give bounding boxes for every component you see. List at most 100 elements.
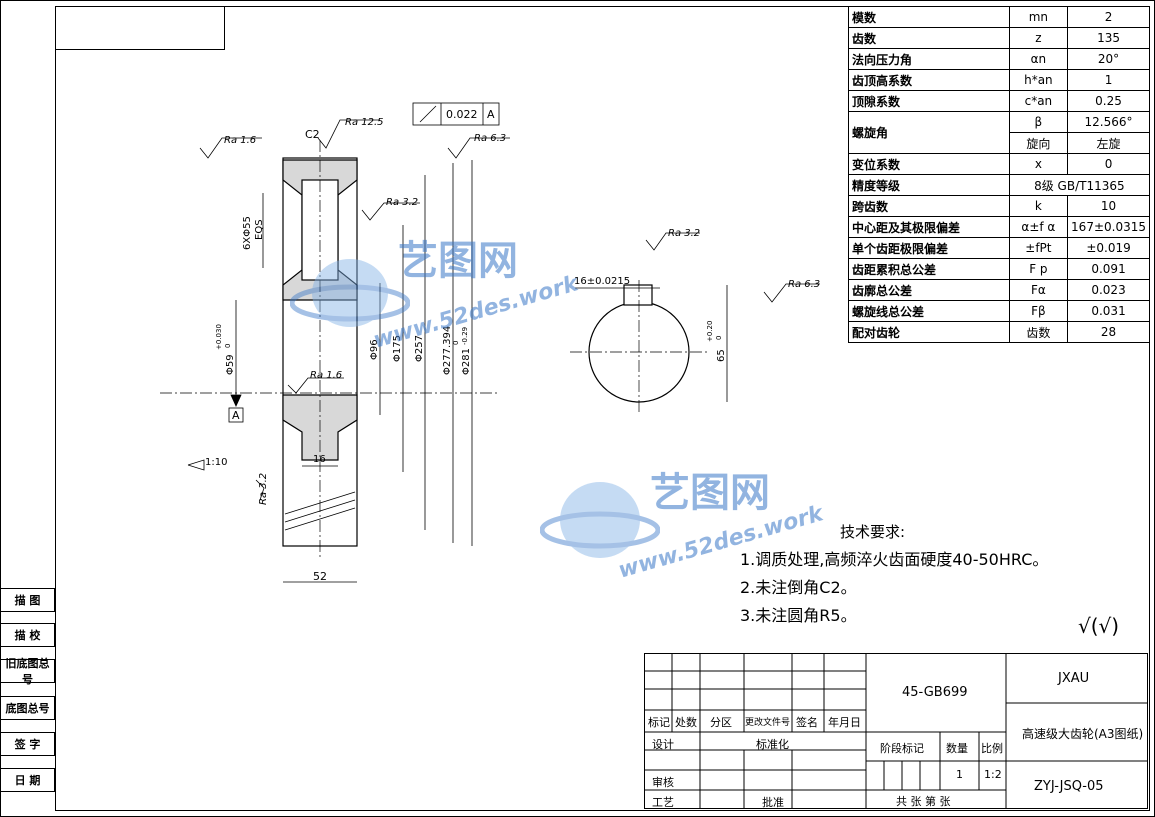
param-name: 齿距累积总公差 [848, 258, 1010, 280]
tb-stage: 阶段标记 [880, 742, 924, 755]
label-d175: Φ175 [392, 335, 403, 362]
tb-weight: 数量 [946, 742, 968, 755]
ra-symbol-3 [447, 137, 510, 159]
tb-rev-mark: 标记 [648, 716, 670, 729]
param-name: 变位系数 [848, 153, 1010, 175]
param-name: 模数 [848, 6, 1010, 28]
param-name: 齿数 [848, 27, 1010, 49]
param-symbol: F p [1008, 258, 1069, 280]
param-value: 135 [1067, 27, 1150, 49]
tb-design: 设计 [652, 738, 674, 751]
label-d59: Φ59 [225, 354, 236, 375]
label-chamfer: C2 [305, 128, 320, 141]
side-label-trace: 描 图 [0, 588, 55, 612]
param-name: 跨齿数 [848, 195, 1010, 217]
title-block-grid [644, 653, 1148, 809]
tolerance-arrow-icon [419, 105, 437, 123]
side-label-base-number: 底图总号 [0, 696, 55, 720]
param-value: 0.091 [1067, 258, 1150, 280]
param-value: 12.566° [1067, 111, 1150, 133]
tb-scale: 1:2 [984, 768, 1002, 781]
ra-symbol-5 [287, 377, 344, 394]
inner-border [55, 6, 1150, 811]
label-ra-3-2-a: Ra 3.2 [386, 197, 418, 208]
label-d59-tol-up: +0.030 [215, 324, 223, 350]
param-name: 齿廓总公差 [848, 279, 1010, 301]
param-value: 左旋 [1067, 132, 1150, 154]
tb-scale-label: 比例 [981, 742, 1003, 755]
watermark-globe-icon [290, 259, 410, 327]
param-value: 1 [1067, 69, 1150, 91]
dimensions [187, 102, 820, 583]
tb-sheets: 共 张 第 张 [896, 795, 951, 808]
requirement-item-1: 1.调质处理,高频淬火齿面硬度40-50HRC。 [740, 550, 1049, 569]
keyway-view [570, 280, 728, 415]
param-value: 2 [1067, 6, 1150, 28]
param-subrow: 旋向左旋 [849, 132, 1150, 154]
datum-box [228, 407, 244, 423]
param-value: 0 [1067, 153, 1150, 175]
keyway-slot [623, 284, 653, 306]
label-holes: 6XΦ55 [242, 216, 253, 250]
param-name: 精度等级 [848, 174, 1010, 196]
ra-symbol-4 [361, 202, 420, 221]
side-label-check: 描 校 [0, 623, 55, 647]
watermark-brand-1: 艺图网 [398, 238, 518, 284]
label-d59-tol-low: 0 [224, 344, 232, 348]
label-key65: 65 [716, 349, 727, 362]
param-symbol: 齿数 [1008, 321, 1069, 343]
param-symbol: mn [1008, 6, 1069, 28]
label-d257: Φ257 [414, 335, 425, 362]
side-label-sign: 签 字 [0, 732, 55, 756]
taper-symbol [187, 459, 205, 471]
label-width16: 16 [313, 454, 326, 465]
param-symbol: 8级 GB/T11365 [1008, 174, 1151, 196]
param-symbol: z [1008, 27, 1069, 49]
requirement-item-3: 3.未注圆角R5。 [740, 606, 857, 625]
corner-box [55, 6, 225, 50]
label-keyway: 16±0.0215 [574, 276, 630, 287]
param-name: 齿顶高系数 [848, 69, 1010, 91]
label-ra-6-3-a: Ra 6.3 [474, 133, 506, 144]
param-value: 0.023 [1067, 279, 1150, 301]
label-d96: Φ96 [369, 339, 380, 360]
label-eqs: EQS [254, 219, 265, 240]
tb-material: 45-GB699 [902, 685, 968, 700]
param-symbol: c*an [1008, 90, 1069, 112]
param-name: 顶隙系数 [848, 90, 1010, 112]
ra-symbol-2 [317, 119, 380, 149]
ra-symbol-8 [255, 479, 265, 501]
param-symbol: x [1008, 153, 1069, 175]
param-symbol: Fα [1008, 279, 1069, 301]
tb-qty: 1 [956, 768, 963, 781]
param-symbol: α±f α [1008, 216, 1069, 238]
tb-rev-count: 处数 [675, 716, 697, 729]
label-ra-3-2-b: Ra 3.2 [668, 228, 700, 239]
surface-finish-note: √(√) [1078, 614, 1120, 638]
label-d277: Φ277.394 [442, 326, 453, 375]
param-name: 法向压力角 [848, 48, 1010, 70]
param-value: 28 [1067, 321, 1150, 343]
watermark-brand-2: 艺图网 [650, 470, 770, 516]
param-name: 螺旋线总公差 [848, 300, 1010, 322]
label-tol-datum: A [487, 108, 495, 121]
label-width52: 52 [313, 570, 327, 583]
param-symbol: Fβ [1008, 300, 1069, 322]
side-label-date: 日 期 [0, 768, 55, 792]
param-symbol: 旋向 [1008, 132, 1069, 154]
gear-section [160, 140, 500, 560]
hatch-2 [284, 499, 356, 523]
label-ra-12-5: Ra 12.5 [345, 117, 384, 128]
label-ra-1-6-b: Ra 1.6 [310, 370, 342, 381]
param-value: 20° [1067, 48, 1150, 70]
hatch-1 [284, 507, 356, 531]
